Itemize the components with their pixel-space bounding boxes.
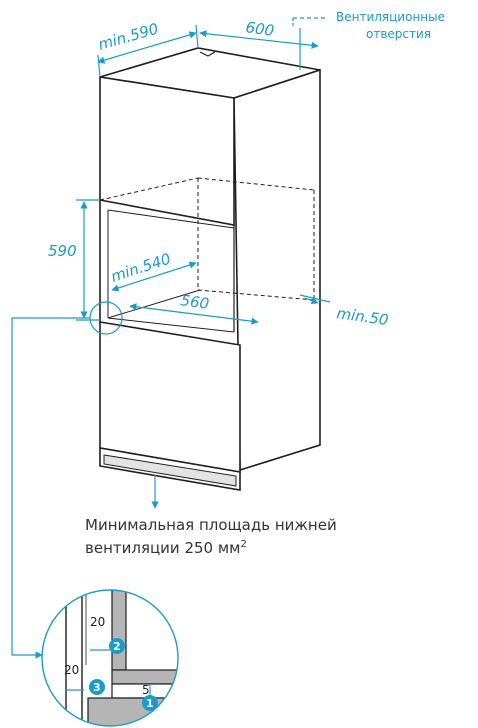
dim-min-50: min.50	[335, 304, 389, 329]
badge-3	[89, 679, 105, 695]
badge-2	[109, 638, 125, 654]
plinth-vent-opening	[103, 454, 237, 487]
detail-view: 20 20 5 2 3 1	[41, 589, 179, 727]
detail-label-20-left: 20	[64, 663, 79, 677]
ventilation-note-text: вентиляции 250 мм	[85, 539, 241, 557]
upper-front-panel	[99, 76, 235, 226]
dimension-lines	[11, 17, 331, 659]
ventilation-note: Минимальная площадь нижней вентиляции 25…	[85, 515, 337, 558]
badge-3-label: 3	[93, 681, 101, 694]
dim-590: 590	[48, 242, 77, 260]
dim-560: 560	[179, 291, 210, 313]
badge-2-label: 2	[113, 640, 121, 653]
detail-label-5: 5	[142, 683, 150, 697]
dim-600: 600	[244, 18, 275, 40]
lower-front-panel	[99, 321, 241, 473]
vent-label-line1: Вентиляционные	[336, 10, 445, 24]
dim-min-590: min.590	[96, 20, 160, 54]
ventilation-note-line2: вентиляции 250 мм2	[85, 535, 337, 558]
vent-label-line2: отверстия	[366, 27, 431, 41]
badge-1-label: 1	[146, 697, 154, 710]
cabinet	[99, 47, 321, 491]
ventilation-note-line1: Минимальная площадь нижней	[85, 516, 337, 534]
detail-label-20-top: 20	[90, 615, 105, 629]
ventilation-note-sup: 2	[240, 539, 247, 550]
cabinet-right-side	[233, 68, 321, 472]
badge-1	[142, 695, 158, 711]
